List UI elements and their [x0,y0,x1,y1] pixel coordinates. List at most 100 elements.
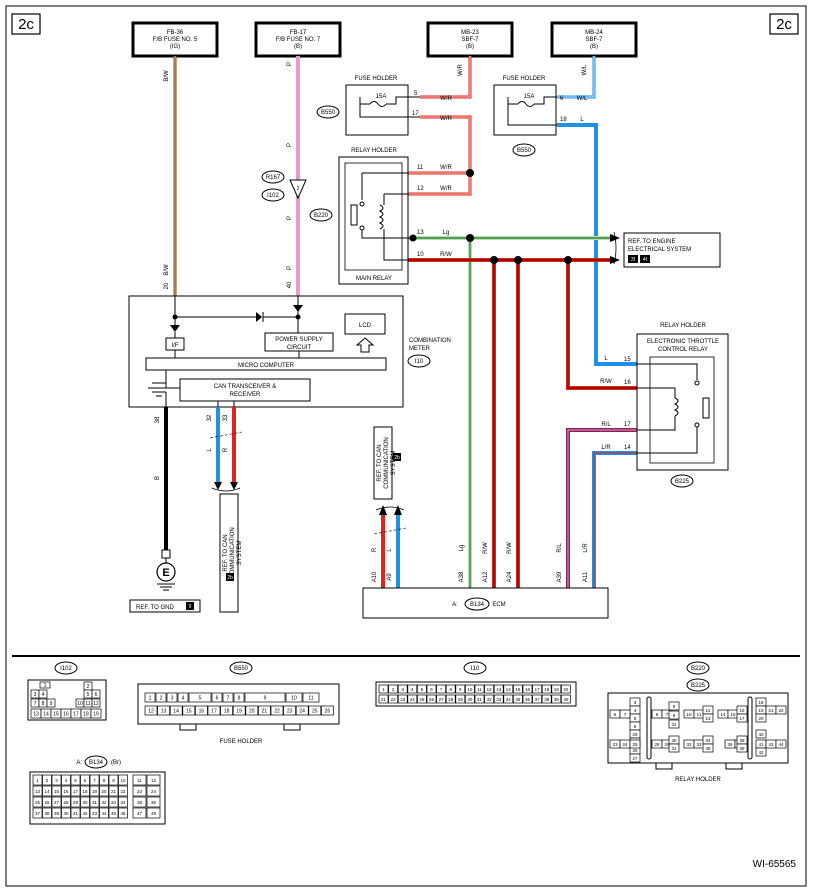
pin-cell-label: 8 [238,696,241,702]
pin-cell-label: 12 [148,709,154,715]
pin-a9: A9 [387,573,393,581]
pin-a24: A24 [507,571,513,582]
pin-cell-label: 32 [487,697,493,702]
pin-cell-label: 25 [632,742,638,747]
wire-can-ecm-l: L [387,548,393,552]
ecm: A: B134 ECM A10 A9 A38 A12 A24 A39 A11 [362,571,609,619]
meter-power-supply-2: CIRCUIT [287,345,312,351]
pin-cell-label: 7 [93,778,96,783]
pin-cell-label: 31 [477,697,483,702]
pin-cell-label: 39 [739,746,745,751]
pin-cell-label: 22 [120,789,126,794]
pin-cell-label: 7 [624,712,627,717]
meter-can-2: RECEIVER [230,392,261,398]
combination-meter: I/F POWER SUPPLY CIRCUIT LCD MICRO COMPU… [128,295,451,408]
pin-cell-label: 16 [525,687,531,692]
pin-cell-label: 21 [381,697,387,702]
connector-view-b225-label: B225 [691,683,706,689]
pin-cell-label: 6 [216,696,219,702]
pin-cell-label: 15 [54,789,60,794]
pin-cell-label: 8 [103,778,106,783]
pin-cell-label: 27 [632,756,638,761]
wire-wr-label-11: W/R [440,165,452,171]
wire-can-meter-l: L [207,448,213,452]
ref-can-right-2: COMMUNICATION [384,437,390,489]
wire-p-label-3: P [287,216,293,220]
wire-rw-label-10: R/W [440,252,452,258]
pin-cell-label: 13 [161,709,167,715]
pin-cell-label: 43 [768,742,774,747]
pin-33: 33 [223,414,229,421]
pin-cell-label: 26 [44,800,50,805]
pin-cell-label: 31 [92,800,98,805]
pin-cell-label: 7 [227,696,230,702]
pin-cell-label: 21 [111,789,117,794]
pin-cell-label: 24 [299,709,305,715]
pin-cell-label: 11 [137,778,142,783]
connector-view-b550-caption: FUSE HOLDER [220,739,263,745]
pin-cell-label: 27 [54,800,60,805]
main-relay: RELAY HOLDER MAIN RELAY 11 12 13 10 B220 [309,148,424,285]
wire-can-ecm: R L [372,505,407,588]
pin-a39: A39 [557,571,563,582]
section-tag-left: 2c [11,13,41,35]
pin-cell-label: 20 [563,687,569,692]
pin-a12: A12 [483,571,489,582]
wire-wl-label-top: W/L [582,64,588,75]
pin-cell-label: 40 [563,697,569,702]
pin-cell-label: 2 [392,687,395,692]
pin-cell-label: 5 [87,692,90,698]
source-mb24: MB-24 SBF-7 (B) [550,21,638,58]
wire-lg-label-ecm: Lg [459,545,465,552]
ground-symbol: E [162,567,169,579]
pin-cell-label: 28 [63,800,69,805]
pin-11: 11 [417,165,424,171]
pin-cell-label: 3 [55,778,58,783]
pin-cell-label: 37 [535,697,541,702]
pin-cell-label: 13 [705,716,711,721]
pin-cell-label: 5 [634,716,637,721]
pin-10: 10 [417,252,424,258]
pin-cell-label: 12 [705,708,711,713]
pin-cell-label: 2 [160,696,163,702]
connector-i10: I10 [415,359,424,365]
pin-cell-label: 14 [720,712,726,717]
pin-cell-label: 38 [544,697,550,702]
pin-cell-label: 29 [458,697,464,702]
pin-cell-label: 1 [36,778,39,783]
pin-cell-label: 32 [686,742,692,747]
pin-cell-label: 41 [758,742,764,747]
pin-cell-label: 1 [149,696,152,702]
wire-lr-label-a11: L/R [583,543,589,553]
pin-cell-label: 22 [391,697,397,702]
pin-cell-label: 33 [696,742,702,747]
pin-17-fuse: 17 [412,111,419,117]
pin-cell-label: 4 [182,696,185,702]
pin-cell-label: 27 [439,697,445,702]
pin-cell-label: 5 [74,778,77,783]
wire-p-label-1: P [287,62,293,66]
source-mb24-name: SBF-7 [585,37,603,43]
source-mb24-id: MB-24 [585,30,603,36]
pin-cell-label: 17 [73,789,79,794]
pin-cell-label: 30 [671,738,677,743]
wire-p: P P P P 40 [287,56,300,296]
ref-gnd-badge: 9 [189,604,192,610]
meter-power-supply-1: POWER SUPPLY [275,337,323,343]
pin-cell-label: 26 [429,697,435,702]
pin-a38: A38 [459,571,465,582]
pin-18: 18 [560,117,567,123]
etc-relay-title-1: ELECTRONIC THROTTLE [647,339,719,345]
source-mb23-type: (B) [466,44,474,50]
pin-cell-label: 15 [730,712,736,717]
pin-cell-label: 23 [612,742,618,747]
wire-wl: W/L W/L [557,56,596,102]
pin-cell-label: 3 [634,700,637,705]
pin-cell-label: 20 [249,709,255,715]
wire-rw-label-a12: R/W [483,542,489,554]
ref-can-box-left: REF. TO CAN COMMUNICATION SYSTEM 2b [219,493,243,613]
pin-5: 5 [414,91,418,97]
etc-relay-holder-title: RELAY HOLDER [660,323,706,329]
pin-cell-label: 5 [199,696,202,702]
